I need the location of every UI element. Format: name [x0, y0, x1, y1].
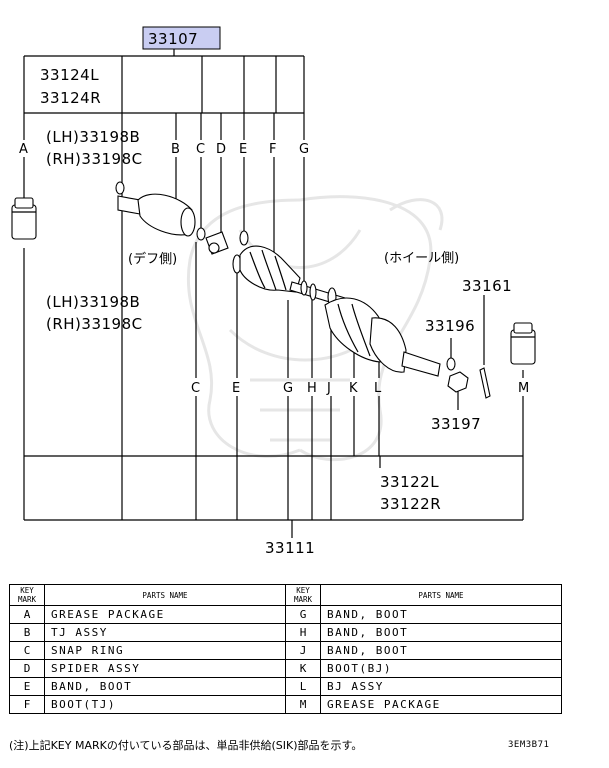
key-letter: C — [191, 381, 200, 396]
table-header-row: KEY MARK PARTS NAME KEY MARK PARTS NAME — [9, 584, 562, 606]
top-key-letters: A B C D E F G — [19, 142, 309, 157]
variant-rh-upper: (RH)33198C — [46, 150, 143, 168]
key-mark-cell: F — [9, 695, 45, 714]
parts-name-cell: TJ ASSY — [44, 623, 286, 642]
part-label-33107: 33107 — [148, 30, 198, 48]
bj-assy — [369, 317, 407, 373]
parts-name-cell: BAND, BOOT — [320, 641, 562, 660]
key-mark-cell: E — [9, 677, 45, 696]
grease-package-a — [11, 197, 37, 240]
bottom-key-letters: C E G H J K L M — [191, 381, 529, 396]
washer-33196 — [446, 357, 456, 371]
band-e — [239, 230, 249, 246]
exploded-parts-diagram: 33107 — [11, 26, 536, 557]
drive-shaft-assembly — [115, 181, 491, 399]
key-mark-header: KEY MARK — [9, 584, 45, 606]
parts-name-cell: SPIDER ASSY — [44, 659, 286, 678]
variant-lh-upper: (LH)33198B — [46, 128, 140, 146]
parts-name-cell: BJ ASSY — [320, 677, 562, 696]
key-header-line: KEY — [296, 586, 310, 595]
key-mark-cell: M — [285, 695, 321, 714]
key-letter: C — [196, 142, 205, 157]
parts-name-header: PARTS NAME — [320, 584, 562, 606]
bj-spline — [401, 351, 441, 377]
parts-table: KEY MARK PARTS NAME KEY MARK PARTS NAME … — [9, 584, 562, 714]
wheel-side-label: (ホイール側) — [384, 251, 459, 266]
key-mark-cell: J — [285, 641, 321, 660]
tj-housing-mouth — [180, 207, 196, 237]
key-mark-cell: D — [9, 659, 45, 678]
key-letter: M — [518, 381, 529, 396]
parts-name-cell: BOOT(TJ) — [44, 695, 286, 714]
key-mark-cell: A — [9, 605, 45, 624]
watermark-emblem — [187, 195, 444, 462]
stub-ring — [115, 181, 125, 195]
key-header-line: MARK — [293, 595, 313, 604]
parts-name-cell: BAND, BOOT — [320, 605, 562, 624]
key-letter: G — [283, 381, 293, 396]
variant-rh-lower: (RH)33198C — [46, 315, 143, 333]
part-label-33122l: 33122L — [380, 473, 439, 491]
key-mark-cell: K — [285, 659, 321, 678]
parts-name-cell: BOOT(BJ) — [320, 659, 562, 678]
parts-name-cell: BAND, BOOT — [320, 623, 562, 642]
key-letter: L — [374, 381, 382, 396]
snap-ring-c — [196, 227, 206, 241]
part-label-33111: 33111 — [265, 539, 315, 557]
band-g — [300, 280, 308, 296]
key-letter: E — [232, 381, 240, 396]
key-header-line: KEY — [20, 586, 34, 595]
parts-name-cell: BAND, BOOT — [44, 677, 286, 696]
diff-side-label: (デフ側) — [128, 251, 177, 267]
key-mark-cell: B — [9, 623, 45, 642]
part-label-33122r: 33122R — [380, 495, 441, 513]
parts-name-cell: GREASE PACKAGE — [44, 605, 286, 624]
cotter-pin-33161 — [479, 367, 491, 399]
part-box-33107 — [142, 26, 221, 50]
grease-package-m — [510, 322, 536, 365]
key-letter: A — [19, 142, 28, 157]
key-letter: J — [326, 381, 331, 396]
key-letter: H — [307, 381, 317, 396]
key-mark-header: KEY MARK — [285, 584, 321, 606]
part-label-33124r: 33124R — [40, 89, 101, 107]
key-letter: B — [171, 142, 180, 157]
key-mark-cell: H — [285, 623, 321, 642]
parts-name-cell: GREASE PACKAGE — [320, 695, 562, 714]
key-header-line: MARK — [17, 595, 37, 604]
key-letter: E — [239, 142, 247, 157]
band-h — [309, 283, 317, 301]
tj-stub — [117, 195, 141, 215]
parts-name-cell: SNAP RING — [44, 641, 286, 660]
nut-33197 — [447, 371, 469, 393]
part-label-33196: 33196 — [425, 317, 475, 335]
key-mark-cell: L — [285, 677, 321, 696]
key-mark-cell: C — [9, 641, 45, 660]
part-label-33124l: 33124L — [40, 66, 99, 84]
key-letter: K — [349, 381, 358, 396]
key-letter: D — [216, 142, 226, 157]
part-label-33161: 33161 — [462, 277, 512, 295]
drawing-code: 3EM3B71 — [508, 740, 550, 750]
footnote: (注)上記KEY MARKの付いている部品は、単品非供給(SIK)部品を示す。 — [9, 739, 363, 752]
key-letter: G — [299, 142, 309, 157]
key-mark-cell: G — [285, 605, 321, 624]
callout-lines — [23, 49, 524, 538]
key-letter: F — [269, 142, 276, 157]
variant-lh-lower: (LH)33198B — [46, 293, 140, 311]
parts-name-header: PARTS NAME — [44, 584, 286, 606]
part-label-33197: 33197 — [431, 415, 481, 433]
